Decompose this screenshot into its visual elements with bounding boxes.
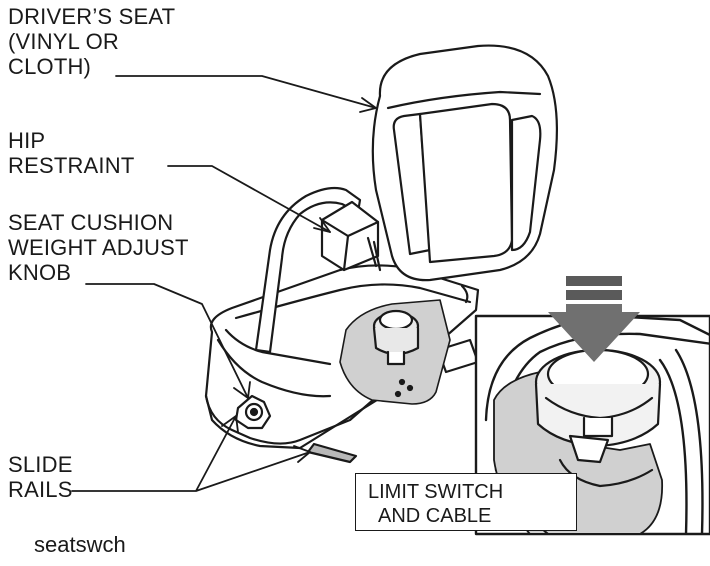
label-line: CLOTH) <box>8 54 92 79</box>
callout-line: AND CABLE <box>378 505 492 527</box>
label-line: WEIGHT ADJUST <box>8 235 189 260</box>
leader-drivers-seat <box>115 75 377 109</box>
leader-hip-restraint <box>167 165 331 233</box>
seat-back-panel-right <box>510 114 542 252</box>
label-line: SLIDE <box>8 452 73 477</box>
label-line: RESTRAINT <box>8 153 135 178</box>
callout-line: LIMIT SWITCH <box>368 481 504 503</box>
label-line: (VINYL OR <box>8 29 120 54</box>
label-line: DRIVER’S SEAT <box>8 4 176 29</box>
label-drivers-seat: DRIVER’S SEAT (VINYL OR CLOTH) <box>8 4 175 79</box>
label-line: SEAT CUSHION <box>8 210 174 235</box>
leader-knob <box>85 283 249 399</box>
label-seat-cushion-knob: SEAT CUSHION WEIGHT ADJUST KNOB <box>8 210 189 285</box>
label-slide-rails: SLIDE RAILS <box>8 452 73 502</box>
label-line: KNOB <box>8 260 72 285</box>
seat-pan-edge <box>224 328 332 366</box>
seat-back-hinge <box>366 236 382 272</box>
limit-switch-callout: LIMIT SWITCH AND CABLE <box>355 473 577 531</box>
detail-cable <box>568 434 610 464</box>
label-line: RAILS <box>8 477 73 502</box>
figure-id: seatswch <box>34 532 126 557</box>
seat-cushion-front <box>216 338 332 398</box>
seat-base-side <box>204 340 472 450</box>
slide-rail-handle <box>306 442 358 464</box>
seat-back-panel-center <box>418 102 514 264</box>
label-line: HIP <box>8 128 46 153</box>
leader-slide-rails <box>71 415 311 492</box>
label-hip-restraint: HIP RESTRAINT <box>8 128 134 178</box>
adjust-knob <box>234 394 272 430</box>
press-arrow <box>548 276 640 362</box>
